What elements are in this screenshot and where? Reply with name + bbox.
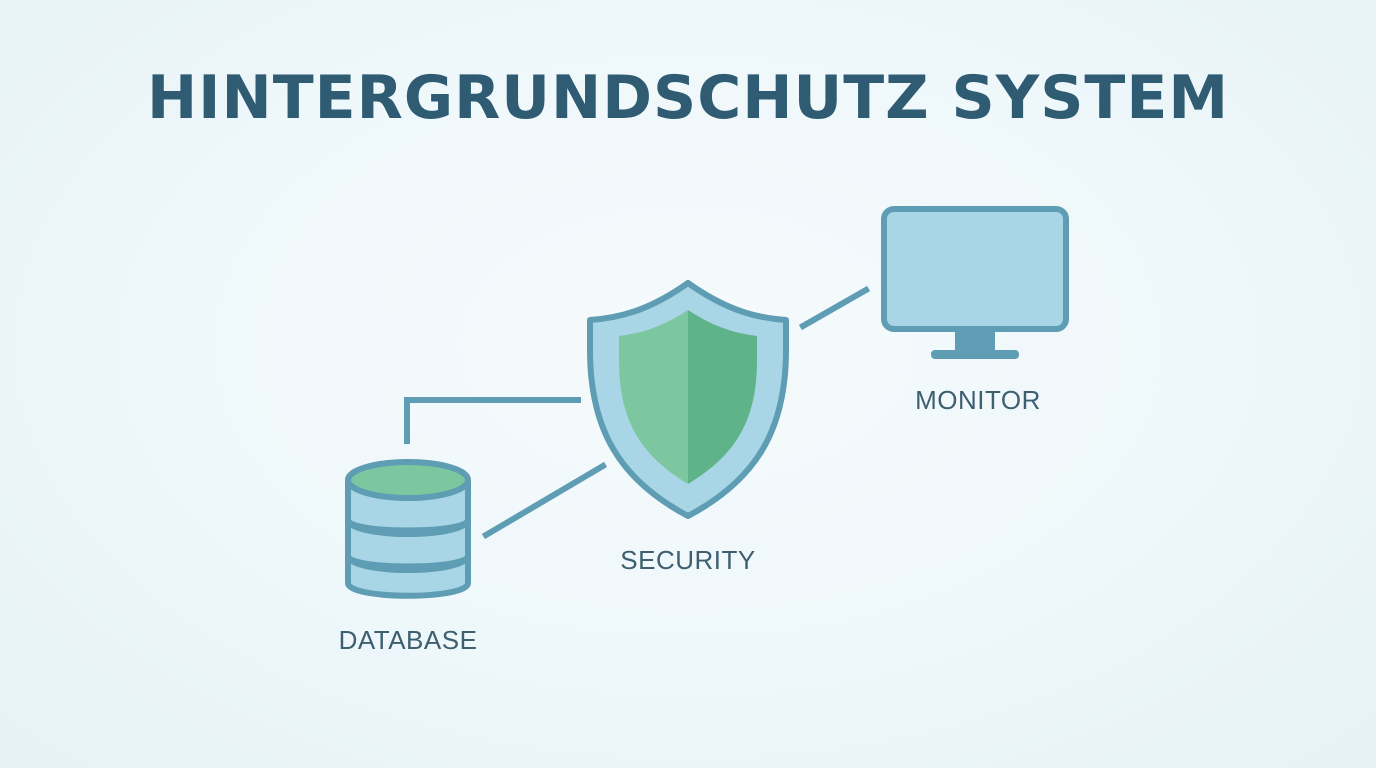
connector-database-security-elbow xyxy=(404,397,581,444)
connector-security-monitor xyxy=(798,285,871,331)
security-label: SECURITY xyxy=(620,545,756,575)
connectors xyxy=(404,285,871,540)
database-label: DATABASE xyxy=(338,625,478,655)
shield-icon xyxy=(587,280,789,519)
monitor-label: MONITOR xyxy=(915,385,1041,415)
connector-database-security-diagonal xyxy=(481,461,608,540)
database-icon xyxy=(345,459,471,599)
page-title: HINTERGRUNDSCHUTZ SYSTEM xyxy=(146,63,1230,133)
monitor-icon xyxy=(881,206,1069,359)
